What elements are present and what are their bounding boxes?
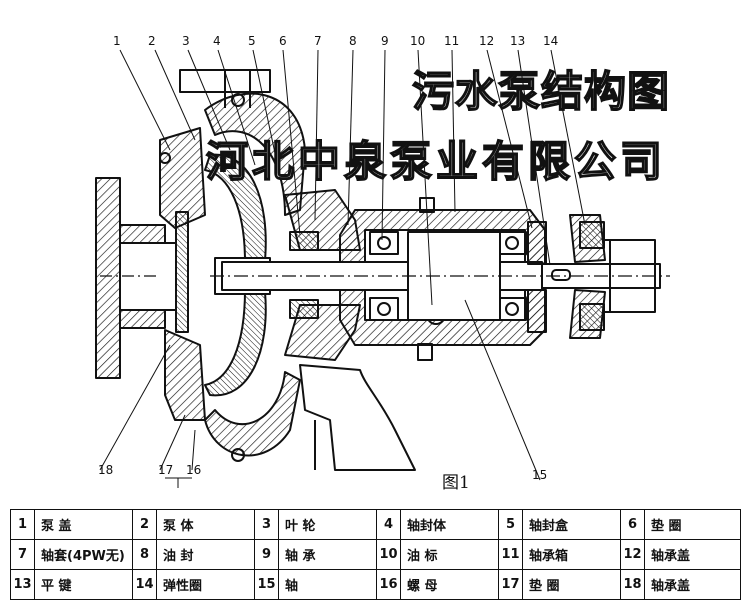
- callout-number: 12: [479, 34, 495, 48]
- callout-number: 2: [148, 34, 156, 48]
- part-number: 4: [376, 509, 401, 540]
- figure-label: 图1: [442, 473, 470, 493]
- part-number: 7: [10, 539, 35, 570]
- callout-number: 3: [182, 34, 190, 48]
- callout-number: 18: [98, 463, 114, 477]
- part-name: 叶 轮: [278, 509, 377, 540]
- shaft: [210, 231, 670, 321]
- part-name: 弹性圈: [156, 569, 255, 600]
- legend-row: 13 平 键 14 弹性圈 15 轴 16 螺 母 17 垫 圈 18 轴承盖: [10, 569, 741, 600]
- part-number: 14: [132, 569, 157, 600]
- callout-number: 17: [158, 463, 174, 477]
- part-name: 轴承盖: [644, 539, 741, 570]
- watermark-company: 河北中泉泵业有限公司: [205, 136, 667, 187]
- callout-number: 14: [543, 34, 559, 48]
- part-name: 轴套(4PW无): [34, 539, 133, 570]
- legend-row: 1 泵 盖 2 泵 体 3 叶 轮 4 轴封体 5 轴封盒 6 垫 圈: [10, 509, 741, 540]
- part-name: 轴 承: [278, 539, 377, 570]
- callout-number: 9: [381, 34, 389, 48]
- part-name: 垫 圈: [522, 569, 621, 600]
- callout-number: 10: [410, 34, 426, 48]
- pump-cover: [159, 127, 206, 421]
- callout-number: 7: [314, 34, 322, 48]
- callout-number: 6: [279, 34, 287, 48]
- part-name: 平 键: [34, 569, 133, 600]
- part-number: 12: [620, 539, 645, 570]
- part-number: 10: [376, 539, 401, 570]
- part-name: 油 标: [400, 539, 499, 570]
- part-number: 9: [254, 539, 279, 570]
- part-name: 油 封: [156, 539, 255, 570]
- part-number: 17: [498, 569, 523, 600]
- parts-legend-table: 1 泵 盖 2 泵 体 3 叶 轮 4 轴封体 5 轴封盒 6 垫 圈 7 轴套…: [10, 509, 741, 600]
- part-name: 泵 体: [156, 509, 255, 540]
- part-number: 5: [498, 509, 523, 540]
- callout-number: 4: [213, 34, 221, 48]
- callout-number: 16: [186, 463, 202, 477]
- coupling: [569, 214, 656, 339]
- part-name: 轴: [278, 569, 377, 600]
- part-number: 1: [10, 509, 35, 540]
- part-number: 11: [498, 539, 523, 570]
- callout-number: 8: [349, 34, 357, 48]
- part-number: 13: [10, 569, 35, 600]
- inlet-flange: [95, 177, 175, 379]
- part-number: 8: [132, 539, 157, 570]
- part-number: 3: [254, 509, 279, 540]
- part-name: 垫 圈: [644, 509, 741, 540]
- callout-number: 11: [444, 34, 460, 48]
- callout-number: 13: [510, 34, 526, 48]
- part-number: 18: [620, 569, 645, 600]
- watermark-title: 污水泵结构图: [411, 66, 671, 117]
- part-name: 轴承盖: [644, 569, 741, 600]
- bearing-covers: [527, 221, 547, 333]
- legend-row: 7 轴套(4PW无) 8 油 封 9 轴 承 10 油 标 11 轴承箱 12 …: [10, 539, 741, 570]
- part-number: 6: [620, 509, 645, 540]
- part-name: 轴承箱: [522, 539, 621, 570]
- part-number: 16: [376, 569, 401, 600]
- part-name: 轴封体: [400, 509, 499, 540]
- callout-number: 1: [113, 34, 121, 48]
- part-number: 15: [254, 569, 279, 600]
- part-name: 轴封盒: [522, 509, 621, 540]
- leader-lines: [99, 49, 586, 488]
- part-name: 螺 母: [400, 569, 499, 600]
- part-name: 泵 盖: [34, 509, 133, 540]
- part-number: 2: [132, 509, 157, 540]
- callout-number: 15: [532, 468, 548, 482]
- callout-number: 5: [248, 34, 256, 48]
